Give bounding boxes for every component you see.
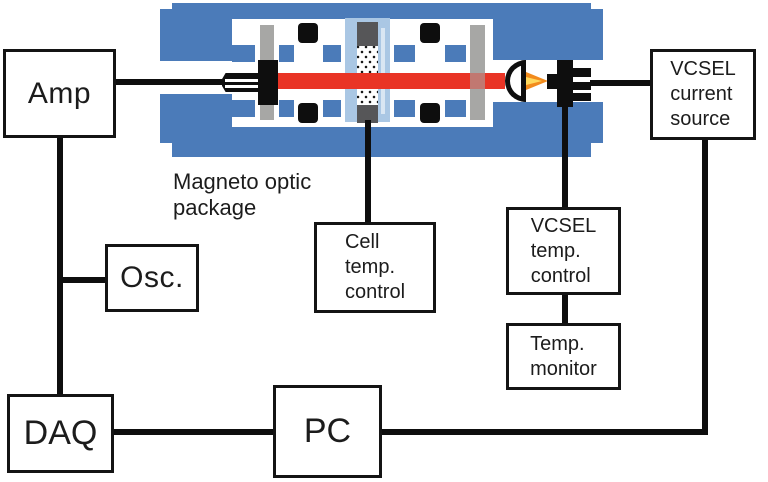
vcsel-temp-control-label: VCSEL temp. control — [530, 214, 597, 287]
housing-top-strip — [160, 9, 603, 19]
plug-slot — [225, 85, 258, 88]
coil-block-top-right — [420, 23, 440, 43]
housing-tooth — [323, 100, 341, 117]
vcsel-current-source-box: VCSEL current source — [650, 49, 756, 140]
cell-temp-control-box: Cell temp. control — [314, 222, 436, 313]
coil-block-top-left — [298, 23, 318, 43]
wire-vcsel-to-temp-control — [562, 104, 568, 207]
vcsel-lead — [573, 82, 591, 90]
daq-label: DAQ — [23, 414, 98, 452]
wire-pc-to-corner — [382, 429, 708, 435]
temp-monitor-box: Temp. monitor — [506, 323, 621, 390]
daq-box: DAQ — [7, 394, 114, 473]
housing-left-lower — [160, 94, 232, 143]
vcsel-tip — [547, 74, 557, 89]
wire-temp-control-to-monitor — [562, 295, 568, 323]
temp-monitor-label: Temp. monitor — [530, 332, 597, 380]
wire-vcsel-to-current-source — [590, 80, 650, 86]
wire-daq-to-pc — [114, 429, 273, 435]
housing-bottom-bar — [172, 143, 591, 157]
vapor-cell-cap-bottom — [357, 105, 378, 123]
housing-tooth — [232, 100, 255, 117]
housing-tooth — [279, 100, 294, 117]
wire-corner-to-current-source — [702, 140, 708, 435]
vapor-cell-window — [381, 28, 385, 114]
coil-block-bottom-left — [298, 103, 318, 123]
beam-cone-core — [526, 77, 542, 85]
magneto-optic-package — [160, 3, 603, 160]
wire-amp-to-package — [116, 79, 225, 85]
cell-temp-control-label: Cell temp. control — [344, 231, 406, 303]
collimating-lens — [505, 60, 526, 102]
wire-amp-to-daq — [57, 136, 63, 394]
wire-branch-to-osc — [57, 277, 105, 283]
vcsel-body — [557, 60, 573, 107]
housing-tooth — [394, 100, 415, 117]
housing-tooth — [279, 45, 294, 62]
package-caption: Magneto optic package — [173, 169, 312, 220]
laser-beam — [276, 73, 505, 89]
vcsel-current-source-label: VCSEL current source — [670, 58, 736, 130]
wire-cell-to-cell-temp-control — [365, 120, 371, 222]
vcsel-lead — [573, 93, 591, 101]
housing-tooth — [232, 45, 255, 62]
housing-right-upper — [493, 19, 603, 60]
photodetector — [258, 60, 278, 105]
housing-tooth — [394, 45, 415, 62]
polarizer-bar-right — [470, 25, 485, 120]
pc-box: PC — [273, 385, 382, 478]
vcsel-lead — [573, 68, 591, 77]
vcsel-temp-control-box: VCSEL temp. control — [506, 207, 621, 295]
housing-tooth — [323, 45, 341, 62]
housing-tooth — [445, 100, 466, 117]
coil-block-bottom-right — [420, 103, 440, 123]
amp-label: Amp — [27, 76, 92, 110]
osc-box: Osc. — [105, 244, 199, 312]
housing-tooth — [445, 45, 466, 62]
amp-box: Amp — [3, 49, 116, 138]
beam-through-optic — [470, 73, 485, 89]
detector-plug — [222, 73, 258, 92]
plug-slot — [225, 79, 258, 82]
housing-bottom-strip — [160, 135, 603, 143]
vapor-cell-cap-top — [357, 22, 378, 46]
housing-left-upper — [160, 19, 232, 61]
osc-label: Osc. — [120, 261, 184, 294]
pc-label: PC — [303, 412, 352, 450]
